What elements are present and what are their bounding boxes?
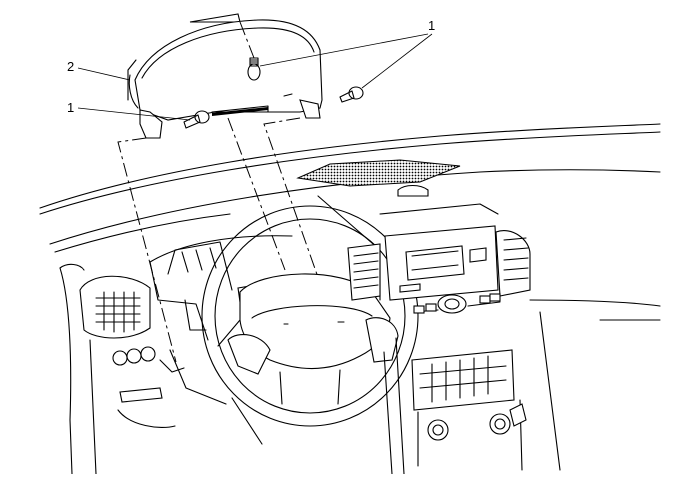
screw-left: [183, 110, 210, 129]
screw-right: [339, 86, 364, 103]
screw-top: [247, 57, 261, 81]
center-vent-left: [347, 243, 381, 301]
dashboard: [39, 123, 661, 475]
radio-unit: [384, 225, 501, 314]
sensor-cover: [397, 184, 429, 197]
callout-fastener-left: 1: [67, 100, 191, 121]
callout-label: 1: [67, 100, 74, 115]
center-vent-right: [495, 230, 531, 297]
headlamp-switches: [112, 346, 156, 366]
callout-cluster: 2: [67, 59, 131, 81]
instrument-cluster: [127, 13, 364, 139]
alignment-lines: [117, 21, 327, 363]
callout-label: 1: [428, 18, 435, 33]
steering-wheel: [201, 205, 419, 427]
callout-label: 2: [67, 59, 74, 74]
left-vent: [79, 275, 151, 339]
climate-controls: [411, 349, 523, 471]
defroster-grille: [296, 159, 461, 187]
callout-fastener: 1: [259, 18, 435, 89]
